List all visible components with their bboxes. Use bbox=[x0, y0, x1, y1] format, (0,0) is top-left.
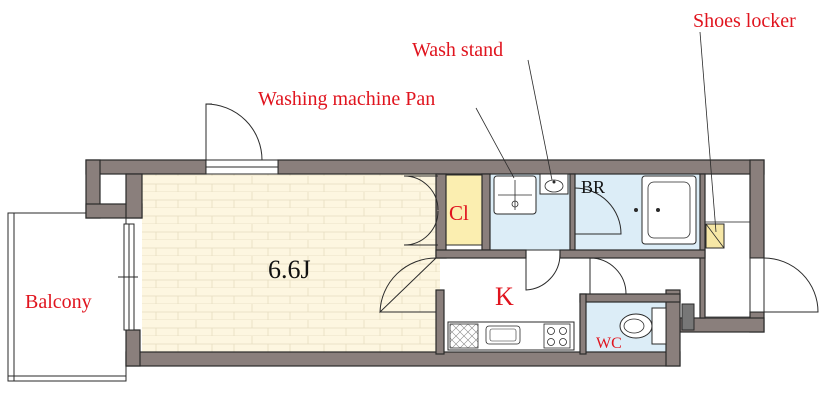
label-kitchen: K bbox=[495, 282, 514, 311]
label-closet: Cl bbox=[449, 201, 469, 225]
label-wash-stand: Wash stand bbox=[412, 39, 503, 61]
front-door bbox=[749, 257, 819, 313]
main-room-floor bbox=[142, 174, 440, 352]
label-balcony: Balcony bbox=[25, 291, 92, 313]
bathroom-door bbox=[574, 187, 622, 235]
walls bbox=[85, 159, 765, 367]
toilet-fixture bbox=[619, 307, 667, 345]
bathtub bbox=[634, 175, 697, 245]
washing-machine-pan bbox=[493, 175, 537, 215]
pipe-shaft bbox=[681, 303, 695, 331]
balcony-window bbox=[118, 223, 138, 331]
shoes-locker-leader bbox=[699, 31, 717, 233]
wash-stand-leader bbox=[527, 59, 553, 181]
balcony bbox=[7, 212, 127, 382]
wash-stand bbox=[539, 173, 569, 195]
label-toilet: WC bbox=[596, 335, 622, 352]
washroom-door bbox=[525, 253, 561, 291]
washing-machine-pan-leader bbox=[475, 107, 515, 179]
closet-door bbox=[403, 175, 439, 246]
label-bathroom: BR bbox=[581, 177, 605, 197]
label-shoes-locker: Shoes locker bbox=[693, 10, 796, 32]
label-washing-machine-pan: Washing machine Pan bbox=[258, 88, 435, 110]
kitchen-door bbox=[379, 257, 437, 314]
kitchen-counter bbox=[447, 321, 575, 351]
toilet-door bbox=[589, 257, 627, 295]
main-room-door bbox=[205, 103, 279, 175]
label-main-room: 6.6J bbox=[268, 255, 311, 284]
